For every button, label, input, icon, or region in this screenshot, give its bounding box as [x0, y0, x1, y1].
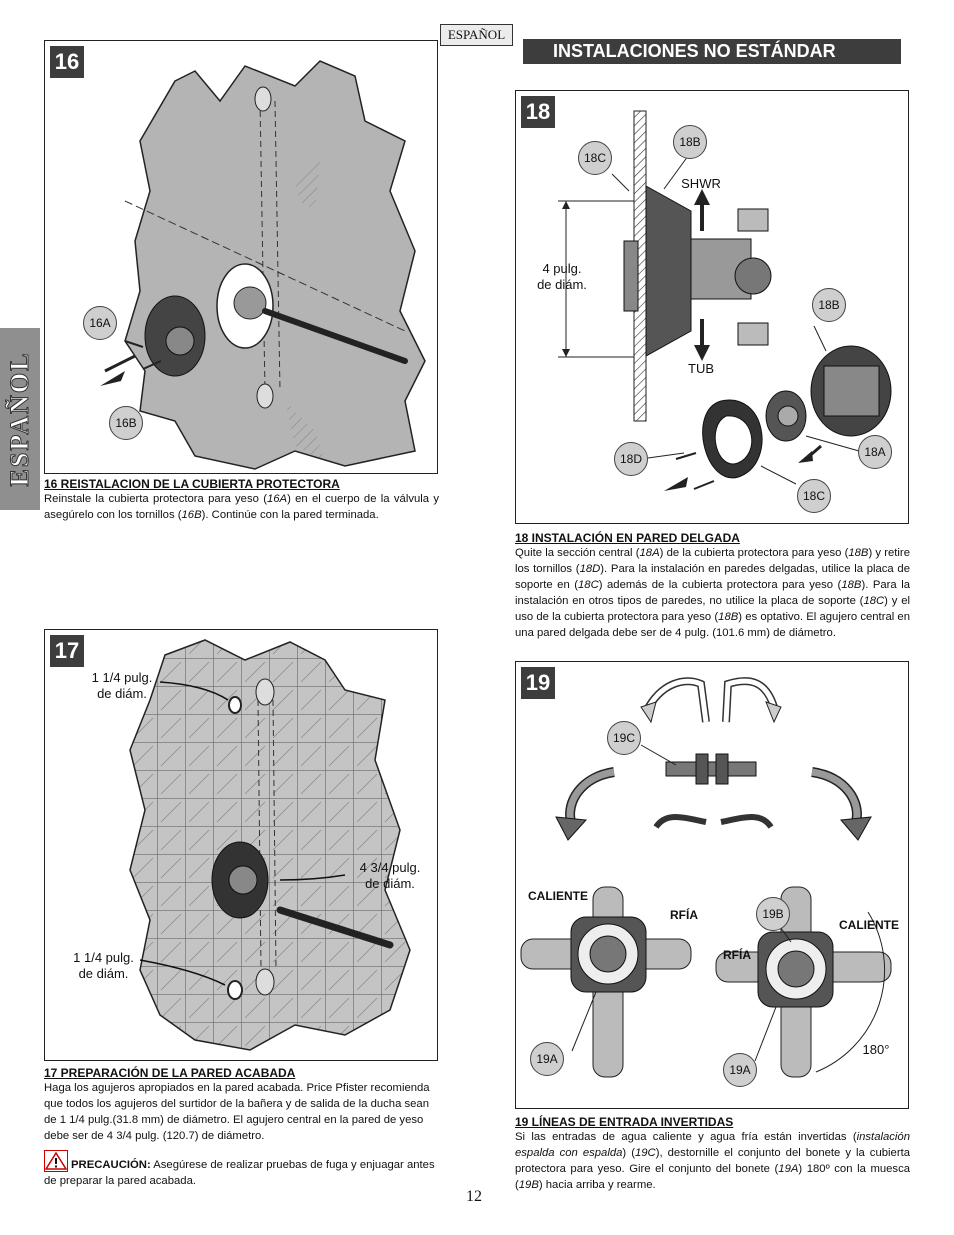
callout-19b: 19B [756, 897, 790, 931]
label-rotation-degrees: 180° [862, 1042, 890, 1057]
label-center-hole: 4 3/4 pulg.de diám. [359, 860, 421, 891]
language-side-tab-label: ESPAÑOL [5, 351, 35, 487]
label-hot-right: CALIENTE [839, 918, 899, 932]
language-indicator: ESPAÑOL [440, 24, 513, 46]
caption-19-body: Si las entradas de agua caliente y agua … [515, 1131, 910, 1191]
callout-18d: 18D [614, 442, 648, 476]
label-cold-left: RFÍA [670, 908, 698, 922]
callout-19a: 19A [723, 1053, 757, 1087]
caption-18-body: Quite la sección central (18A) de la cub… [515, 547, 910, 639]
callout-18b: 18B [812, 288, 846, 322]
figure-number: 16 [50, 46, 84, 78]
callout-19a: 19A [530, 1042, 564, 1076]
caption-19: 19 LÍNEAS DE ENTRADA INVERTIDAS Si las e… [515, 1115, 910, 1193]
callout-18c: 18C [797, 479, 831, 513]
caption-16-body: Reinstale la cubierta protectora para ye… [44, 493, 439, 521]
label-hot-left: CALIENTE [528, 889, 588, 903]
figure-19: 19 19C 19B 19A 19A CALIE [515, 661, 909, 1109]
figure-16-illustration [100, 60, 426, 470]
callout-16b: 16B [109, 406, 143, 440]
callout-16a: 16A [83, 306, 117, 340]
caption-17-warning: PRECAUCIÓN: Asegúrese de realizar prueba… [44, 1150, 439, 1189]
label-cold-right: RFÍA [723, 948, 751, 962]
figure-18-illustration [558, 110, 892, 491]
callout-19c: 19C [607, 721, 641, 755]
label-bottom-hole: 1 1/4 pulg.de diám. [73, 950, 134, 981]
figure-18: 18 [515, 90, 909, 524]
caption-18-title: 18 INSTALACIÓN EN PARED DELGADA [515, 531, 740, 545]
figure-16: 16 16A 16B [44, 40, 438, 474]
figure-number: 17 [50, 635, 84, 667]
label-tub: TUB [688, 361, 714, 376]
page-number: 12 [466, 1188, 482, 1205]
caption-17-title: 17 PREPARACIÓN DE LA PARED ACABADA [44, 1066, 296, 1080]
figure-number: 18 [521, 96, 555, 128]
caption-18: 18 INSTALACIÓN EN PARED DELGADA Quite la… [515, 531, 910, 641]
figure-17-illustration [129, 639, 411, 1051]
label-top-hole: 1 1/4 pulg.de diám. [91, 670, 153, 701]
caption-16: 16 REISTALACION DE LA CUBIERTA PROTECTOR… [44, 477, 439, 523]
warning-icon [44, 1150, 68, 1172]
caption-17: 17 PREPARACIÓN DE LA PARED ACABADA Haga … [44, 1066, 439, 1189]
figure-17: 17 1 1/4 pulg.de diám. 4 3/4 pulg.de diá… [44, 629, 438, 1061]
caption-17-body: Haga los agujeros apropiados en la pared… [44, 1082, 430, 1142]
callout-18a: 18A [858, 435, 892, 469]
label-diameter: 4 pulg.de diám. [537, 261, 587, 292]
figure-number: 19 [521, 667, 555, 699]
caption-19-title: 19 LÍNEAS DE ENTRADA INVERTIDAS [515, 1115, 734, 1129]
caption-16-title: 16 REISTALACION DE LA CUBIERTA PROTECTOR… [44, 477, 340, 491]
figure-19-illustration [520, 677, 892, 1078]
section-title: INSTALACIONES NO ESTÁNDAR [523, 39, 901, 64]
callout-18b: 18B [673, 125, 707, 159]
language-side-tab: ESPAÑOL [0, 328, 40, 510]
label-shower: SHWR [681, 176, 721, 191]
callout-18c: 18C [578, 141, 612, 175]
